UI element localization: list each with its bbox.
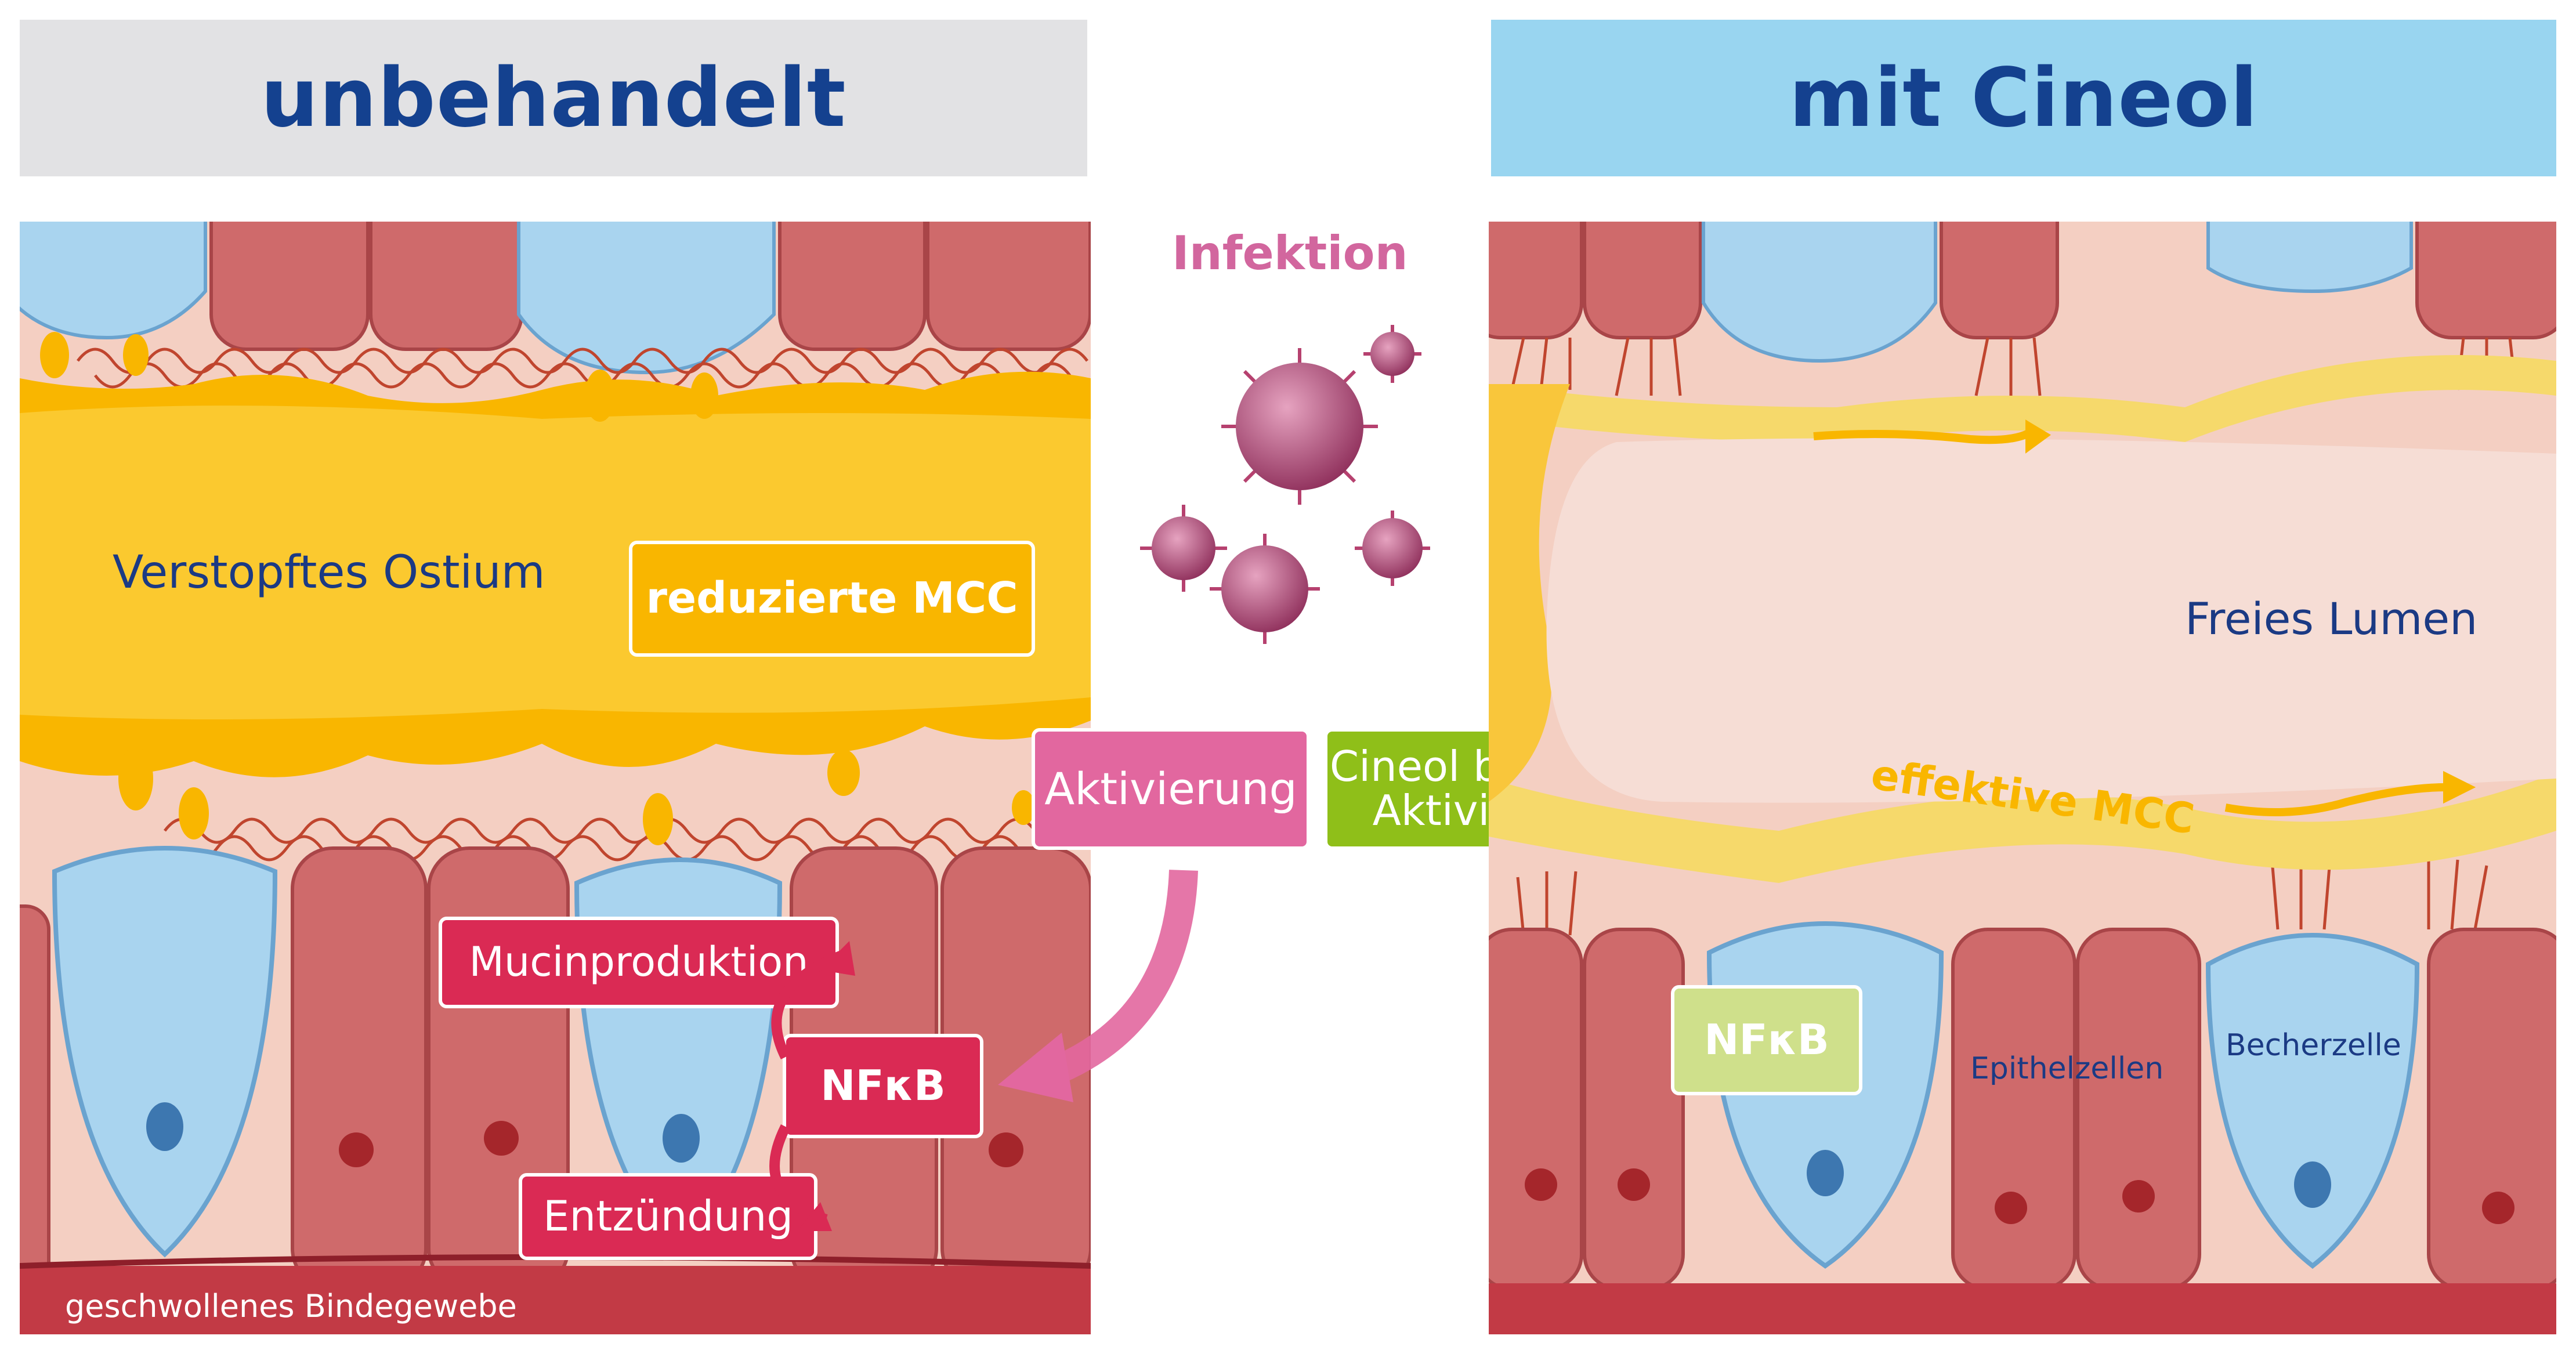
header-cineol-title: mit Cineol: [1789, 50, 2259, 146]
nfkb-feedback-arrows: [769, 941, 855, 1231]
header-untreated: unbehandelt: [20, 20, 1087, 176]
mucin-production-badge: Mucinproduktion: [439, 917, 839, 1008]
header-cineol: mit Cineol: [1491, 20, 2556, 176]
nfkb-badge-cineol: NFκB: [1671, 985, 1862, 1095]
activation-badge: Aktivierung: [1032, 728, 1310, 850]
virus-particles-icon: [1140, 325, 1430, 644]
blocked-ostium-label: Verstopftes Ostium: [113, 546, 545, 599]
infection-label: Infektion: [1172, 226, 1408, 280]
nfkb-badge-untreated: NFκB: [783, 1034, 983, 1138]
cineol-tissue-panel: Freies Lumen effektive MCC NFκB Epithelz…: [1489, 222, 2556, 1334]
activation-arrow: [998, 870, 1198, 1102]
cineol-tissue-illustration: [1489, 222, 2556, 1334]
swollen-tissue-label: geschwollenes Bindegewebe: [65, 1288, 517, 1324]
header-untreated-title: unbehandelt: [261, 50, 846, 146]
untreated-tissue-panel: Verstopftes Ostium reduzierte MCC Mucinp…: [20, 222, 1091, 1334]
goblet-cell-label: Becherzelle: [2226, 1028, 2401, 1063]
free-lumen-label: Freies Lumen: [2185, 593, 2478, 645]
epithelial-cells-label: Epithelzellen: [1970, 1051, 2164, 1086]
inflammation-badge: Entzündung: [519, 1173, 817, 1260]
reduced-mcc-badge: reduzierte MCC: [629, 541, 1035, 657]
